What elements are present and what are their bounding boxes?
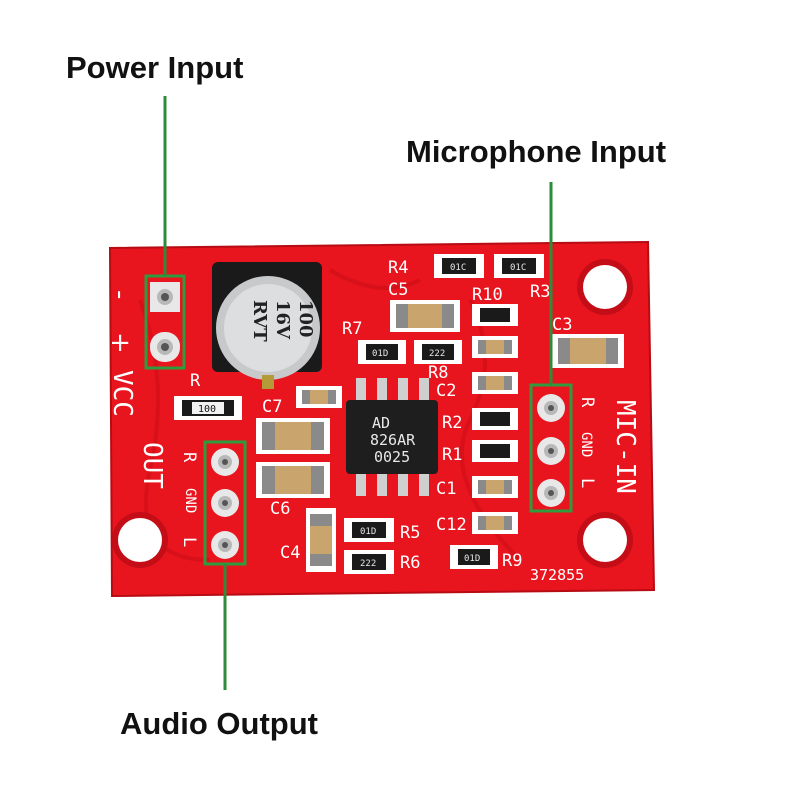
label-r6: R6 (400, 553, 420, 573)
label-r1: R1 (442, 445, 462, 465)
amplifier-chip: AD 826AR 0025 (346, 378, 438, 496)
smd-resistors: 100 01C 01C 01D 222 01D 222 01D (174, 254, 544, 574)
power-plus-label: + (105, 332, 135, 354)
chip-line1: AD (372, 414, 390, 432)
microphone-input-callout: Microphone Input (406, 134, 667, 169)
vcc-label: VCC (107, 370, 137, 417)
out-label: OUT (137, 442, 167, 489)
label-r: R (190, 371, 201, 391)
label-c5: C5 (388, 280, 408, 300)
power-minus-label: - (105, 290, 135, 299)
label-c2: C2 (436, 381, 456, 401)
smd-code-r5: 01D (360, 527, 376, 537)
mic-l-label: L (577, 478, 597, 488)
power-header (144, 274, 186, 370)
smd-code-r7: 01D (372, 349, 388, 359)
out-gnd-label: GND (182, 488, 198, 513)
cap-line3: RVT (249, 300, 270, 342)
label-r7: R7 (342, 319, 362, 339)
label-c3: C3 (552, 315, 572, 335)
electrolytic-capacitor: 100 16V RVT (212, 262, 322, 389)
mic-gnd-label: GND (578, 432, 594, 457)
out-r-label: R (179, 452, 199, 463)
smd-code-r3: 01C (510, 263, 526, 273)
audio-output-callout: Audio Output (120, 706, 318, 741)
out-l-label: L (179, 537, 199, 547)
component-labels: R R4 R3 R10 C5 C3 R7 R8 C2 C7 R2 R1 C1 C… (190, 258, 584, 584)
cap-line2: 16V (272, 300, 293, 340)
label-c7: C7 (262, 397, 282, 417)
label-c1: C1 (436, 479, 456, 499)
mounting-holes (112, 259, 633, 568)
label-c4: C4 (280, 543, 300, 563)
label-r8: R8 (428, 363, 448, 383)
smd-code-r4: 01C (450, 263, 466, 273)
label-r10: R10 (472, 285, 503, 305)
smd-code-r: 100 (198, 404, 216, 415)
power-input-callout: Power Input (66, 50, 244, 85)
smd-code-r6: 222 (360, 559, 376, 569)
smd-code-r9: 01D (464, 554, 480, 564)
serial-number: 372855 (530, 566, 584, 584)
callout-lines (163, 96, 553, 690)
label-c12: C12 (436, 515, 467, 535)
mic-r-label: R (577, 397, 597, 408)
label-r3: R3 (530, 282, 550, 302)
label-r9: R9 (502, 551, 522, 571)
label-r5: R5 (400, 523, 420, 543)
smd-capacitors (256, 300, 624, 572)
cap-line1: 100 (295, 300, 316, 338)
output-header (203, 440, 247, 566)
chip-line3: 0025 (374, 448, 410, 466)
mic-in-label: MIC-IN (610, 400, 640, 494)
chip-line2: 826AR (370, 431, 416, 449)
smd-code-r8: 222 (429, 349, 445, 359)
label-r4: R4 (388, 258, 408, 278)
label-c6: C6 (270, 499, 290, 519)
label-r2: R2 (442, 413, 462, 433)
